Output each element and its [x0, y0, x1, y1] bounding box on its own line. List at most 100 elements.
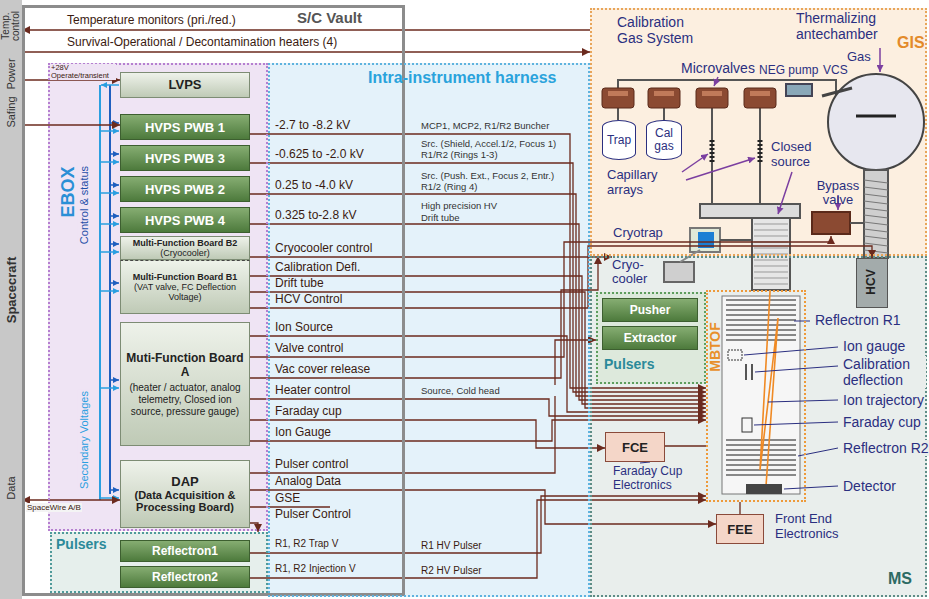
gas-system — [664, 262, 694, 282]
reflectron-ring — [726, 329, 796, 331]
callout-label: Source, Cold head — [420, 385, 562, 396]
wire-connector — [250, 292, 706, 408]
wire-connector — [250, 490, 716, 524]
node-text: Muti-Function Board A — [124, 351, 246, 379]
edge-label: Vac cover release — [274, 363, 371, 377]
gas-system — [812, 212, 850, 234]
gas-system — [864, 170, 888, 258]
callout-label: MCP1, MCP2, R1/R2 Buncher — [420, 120, 562, 131]
hv-supply-board: HVPS PWB 2 — [120, 176, 250, 202]
gas-system — [700, 204, 800, 218]
valve: Bypass valve — [806, 178, 870, 236]
reflectron-ring — [726, 299, 796, 301]
edge-label: Faraday cup — [274, 405, 343, 419]
node-text: GIS — [897, 34, 925, 52]
voltage-bus — [109, 85, 111, 494]
edge-label: Analog Data — [274, 475, 342, 489]
leader-line — [784, 486, 838, 489]
node-text: (heater / actuator, analog telemetry, Cl… — [124, 382, 246, 418]
node-text: (Data Acquisition & Processing Board) — [124, 489, 246, 513]
leader-line — [754, 422, 838, 425]
bus-branch — [100, 161, 119, 163]
node-text: (VAT valve, FC Deflection Voltage) — [124, 282, 246, 302]
purple-arrow — [778, 172, 792, 214]
node-text: FEE — [727, 522, 752, 537]
source-grid — [754, 260, 788, 261]
node-text: FCE — [622, 440, 648, 455]
region-fill — [596, 292, 706, 384]
tof-analyzer — [760, 292, 778, 486]
microvalve — [602, 88, 776, 108]
function-board: Multi-Function Board B1(VAT valve, FC De… — [120, 260, 250, 314]
callout-label: Src. (Push. Ext., Focus 2, Entr.) R1/2 (… — [420, 170, 562, 192]
pulser-board: Extractor — [602, 326, 698, 350]
function-board: Multi-Function Board B2(Cryocooler) — [120, 236, 250, 260]
reflectron-ring — [726, 339, 796, 341]
callout-label: NEG pump — [758, 64, 819, 78]
edge-label: Valve control — [274, 342, 344, 356]
callout-label: R1, R2 Injection V — [274, 563, 357, 575]
source-grid — [754, 248, 788, 249]
node-text: DAP — [171, 475, 198, 489]
wire-connector — [250, 134, 706, 388]
hv-supply-board: HVPS PWB 1 — [120, 114, 250, 140]
edge-label: Survival-Operational / Decontamination h… — [66, 36, 338, 50]
bus-branch — [100, 223, 119, 225]
bus-branch — [110, 215, 119, 217]
electronics-box: FEE — [716, 514, 764, 544]
node-text: Pulsers — [604, 356, 655, 372]
node-text: Trap — [607, 134, 631, 147]
edge-label: -2.7 to -8.2 kV — [274, 119, 351, 133]
node-text: Spacecraft — [4, 257, 19, 323]
source-grid — [754, 272, 788, 273]
purple-arrow — [686, 158, 755, 180]
node-text: HVPS PWB 3 — [145, 151, 225, 166]
node-text: Multi-Function Board B1 — [133, 272, 238, 282]
edge-label: Ion Gauge — [274, 426, 332, 440]
bus-branch — [100, 192, 119, 194]
edge-label: HCV Control — [274, 293, 343, 307]
bus-branch — [110, 282, 119, 284]
bus-branch — [100, 387, 119, 389]
reflectron-ring — [726, 324, 796, 326]
microvalve — [744, 88, 776, 108]
edge-label: R2 HV Pulser — [420, 565, 483, 577]
bellows — [864, 222, 888, 225]
node-text: Power — [5, 58, 17, 89]
source-grid — [754, 224, 788, 225]
gas-system — [690, 228, 720, 252]
microvalve — [654, 91, 674, 96]
cryocooler: Cryo-cooler — [612, 252, 700, 292]
purple-arrow — [879, 48, 881, 72]
node-text: Intra-instrument harness — [368, 69, 556, 87]
node-text: Temp. control — [1, 8, 21, 44]
function-board: Muti-Function Board A (heater / actuator,… — [120, 322, 250, 446]
wire-connector — [250, 256, 598, 378]
purple-arrow — [682, 154, 708, 172]
node-text: Bypass valve — [809, 179, 867, 207]
edge-label: 0.25 to -4.0 kV — [274, 179, 354, 193]
gas-system — [828, 74, 924, 170]
reflectron-ring — [726, 304, 796, 306]
edge-label: Ion Source — [274, 321, 334, 335]
wire-connector — [250, 340, 596, 473]
wire-connector — [250, 256, 612, 257]
pulser-region: Pulsers PusherExtractor — [596, 292, 706, 384]
pulser-board: Reflectron2 — [120, 566, 250, 588]
bus-branch — [110, 122, 119, 124]
sidebar: Temp. controlPowerSafingSpacecraftData — [0, 0, 22, 599]
callout-label: Control & status — [78, 165, 91, 245]
bus-branch — [110, 489, 119, 491]
pulser-board: Pusher — [602, 298, 698, 322]
gas-system — [822, 88, 852, 96]
wire-connector — [665, 445, 706, 446]
bus-branch — [100, 130, 119, 132]
voltage-bus — [99, 85, 101, 500]
wire-connector — [739, 502, 740, 514]
bus-branch — [110, 243, 119, 245]
node-text: MBTOF — [707, 322, 723, 372]
node-text: Data — [5, 476, 17, 499]
source-grid — [754, 266, 788, 267]
gas-system — [711, 108, 713, 204]
